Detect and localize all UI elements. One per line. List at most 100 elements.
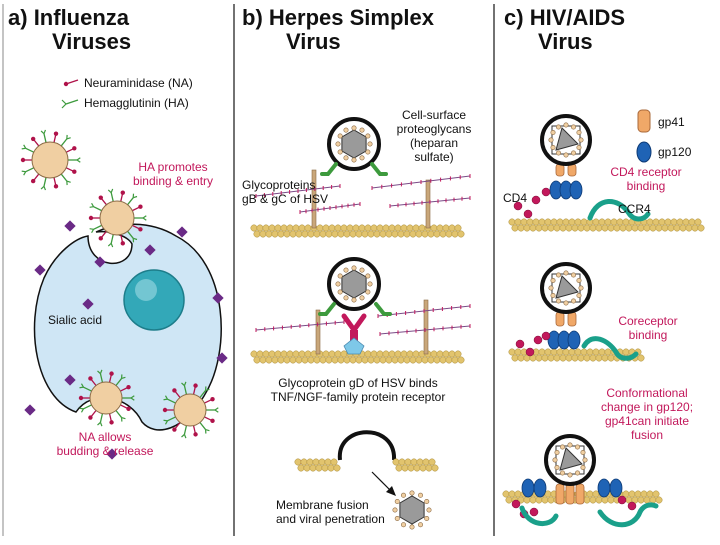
gd-line2: TNF/NGF-family protein receptor <box>248 390 468 404</box>
hiv-core-bead <box>556 299 560 303</box>
membrane-bead <box>569 219 575 225</box>
membrane-bead <box>386 231 392 237</box>
membrane-bead <box>299 225 305 231</box>
membrane-bead <box>299 351 305 357</box>
cd4-binding-label: CD4 receptor binding <box>598 165 694 193</box>
membrane-bead <box>322 465 328 471</box>
hsv-tegument-bead <box>352 158 356 162</box>
membrane-bead <box>689 219 695 225</box>
hsv-tegument-bead <box>338 150 342 154</box>
released-capsid-bead <box>418 523 422 527</box>
membrane-bead <box>386 357 392 363</box>
hiv-core-bead <box>555 450 559 454</box>
membrane-bead <box>635 491 641 497</box>
released-capsid-bead <box>427 508 431 512</box>
cd4-domain <box>542 188 550 196</box>
hsv-membrane-top <box>251 225 464 237</box>
legend-ha-label: Hemagglutinin (HA) <box>84 96 189 110</box>
ha-note-line2: binding & entry <box>118 174 228 188</box>
gp41-subunit <box>568 312 576 326</box>
membrane-bead <box>602 355 608 361</box>
membrane-bead <box>566 355 572 361</box>
membrane-bead <box>329 225 335 231</box>
coreceptor-label: Coreceptor binding <box>606 314 690 342</box>
na-spike-tip <box>138 205 142 209</box>
legend-ha-icon-branch <box>62 100 66 104</box>
membrane-bead <box>410 231 416 237</box>
hiv-core-bead <box>581 465 585 469</box>
coreceptor-line1: Coreceptor <box>606 314 690 328</box>
fusion-label: Membrane fusion and viral penetration <box>276 498 385 526</box>
na-spike-tip <box>99 195 103 199</box>
membrane-bead <box>440 231 446 237</box>
hiv-core-bead <box>549 286 553 290</box>
conformational-line3: gp41can initiate <box>586 414 708 428</box>
membrane-bead <box>536 497 542 503</box>
membrane-bead <box>506 497 512 503</box>
ha-spike <box>44 178 46 187</box>
membrane-bead <box>554 225 560 231</box>
hiv-core-bead <box>556 273 560 277</box>
membrane-bead <box>632 225 638 231</box>
membrane-bead <box>272 231 278 237</box>
membrane-bead <box>650 497 656 503</box>
membrane-bead <box>695 219 701 225</box>
membrane-bead <box>368 231 374 237</box>
membrane-bead <box>593 219 599 225</box>
membrane-bead <box>524 497 530 503</box>
membrane-bead <box>560 225 566 231</box>
membrane-bead <box>263 225 269 231</box>
membrane-bead <box>644 497 650 503</box>
membrane-bead <box>251 225 257 231</box>
ha-spike-branch <box>215 408 218 410</box>
membrane-bead <box>665 219 671 225</box>
membrane-bead <box>416 231 422 237</box>
membrane-bead <box>563 219 569 225</box>
legend-ha-icon-branch <box>62 104 66 108</box>
membrane-bead <box>417 459 423 465</box>
sialic-acid-marker <box>34 264 45 275</box>
membrane-bead <box>428 231 434 237</box>
ha-spike <box>111 193 113 202</box>
cd4-domain <box>628 502 636 510</box>
membrane-bead <box>446 357 452 363</box>
ha-spike-branch <box>184 434 185 438</box>
membrane-bead <box>599 349 605 355</box>
membrane-bead <box>426 465 432 471</box>
membrane-bead <box>317 225 323 231</box>
membrane-bead <box>347 225 353 231</box>
membrane-bead <box>542 497 548 503</box>
membrane-bead <box>263 351 269 357</box>
ha-spike <box>128 198 134 205</box>
membrane-bead <box>329 351 335 357</box>
membrane-bead <box>629 491 635 497</box>
membrane-bead <box>455 351 461 357</box>
membrane-bead <box>548 225 554 231</box>
na-note: NA allows budding & release <box>40 430 170 458</box>
membrane-bead <box>371 225 377 231</box>
membrane-bead <box>509 491 515 497</box>
membrane-bead <box>371 351 377 357</box>
membrane-bead <box>298 465 304 471</box>
ha-spike <box>94 207 102 211</box>
na-spike-tip <box>99 236 103 240</box>
hiv-core-bead <box>571 125 575 129</box>
membrane-bead <box>533 219 539 225</box>
membrane-bead <box>405 459 411 465</box>
membrane-bead <box>608 225 614 231</box>
membrane-bead <box>314 357 320 363</box>
tnf-receptor-base <box>344 338 364 354</box>
hiv-core-bead <box>560 445 564 449</box>
membrane-bead <box>395 225 401 231</box>
membrane-bead <box>331 459 337 465</box>
released-capsid-bead <box>425 516 429 520</box>
membrane-bead <box>446 231 452 237</box>
sialic-acid-marker <box>64 220 75 231</box>
na-spike-tip <box>126 407 130 411</box>
glycoproteins-line2: gB & gC of HSV <box>242 192 328 206</box>
membrane-bead <box>389 351 395 357</box>
ha-spike-branch <box>24 172 26 175</box>
hiv-core-bead <box>579 286 583 290</box>
membrane-bead <box>518 225 524 231</box>
ha-spike-branch <box>100 422 101 426</box>
